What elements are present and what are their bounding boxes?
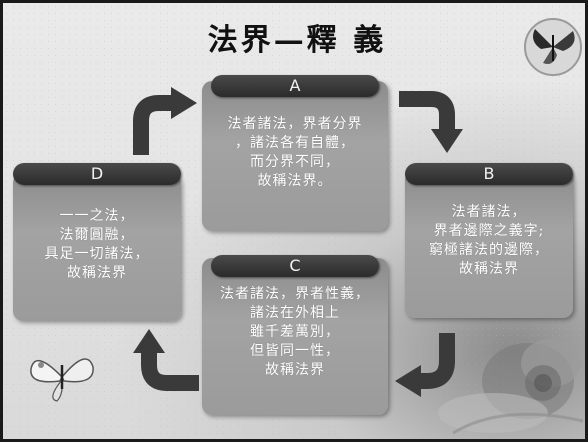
box-a-label: A [211, 75, 379, 97]
box-d-label: D [13, 163, 181, 185]
box-b-line: 故稱法界 [459, 261, 519, 277]
box-c-line: 法者諸法，界者性義， [220, 286, 370, 302]
butterfly-icon [524, 18, 582, 76]
flower-icon [438, 339, 584, 435]
box-c [202, 258, 388, 415]
box-d-line: 故稱法界 [67, 265, 127, 281]
box-d-line: 具足一切諸法， [44, 246, 150, 262]
box-d-line: 法爾圓融， [59, 227, 135, 243]
box-d-line: 一一之法， [59, 208, 135, 224]
arrow-c-to-d [133, 329, 199, 391]
box-d [13, 173, 181, 321]
box-a-line: ，諸法各有自體， [235, 135, 355, 151]
box-c-label: C [211, 255, 379, 277]
box-b-line: 窮極諸法的邊際， [429, 242, 549, 258]
box-b-text: 法者諸法， 界者邊際之義字; 窮極諸法的邊際， 故稱法界 [401, 203, 577, 279]
box-a-text: 法者諸法，界者分界 ，諸法各有自體， 而分界不同， 故稱法界。 [202, 115, 388, 191]
arrow-b-to-c [395, 333, 455, 397]
page-title: 法界—釋 義 [207, 23, 387, 58]
box-c-line: 但皆同一性， [250, 343, 340, 359]
box-b-line: 法者諸法， [451, 204, 527, 220]
box-a-line: 法者諸法，界者分界 [227, 116, 363, 132]
box-a-line: 故稱法界。 [257, 173, 333, 189]
box-c-line: 故稱法界 [265, 362, 325, 378]
butterfly-icon [30, 358, 94, 402]
box-c-line: 雖千差萬別， [250, 324, 340, 340]
cycle-arrows [133, 87, 463, 397]
box-a [202, 81, 388, 231]
box-b [405, 170, 573, 318]
box-b-line: 界者邊際之義字; [433, 223, 545, 239]
arrow-a-to-b [399, 91, 463, 153]
box-c-text: 法者諸法，界者性義， 諸法在外相上 雖千差萬別， 但皆同一性， 故稱法界 [193, 285, 397, 380]
box-d-text: 一一之法， 法爾圓融， 具足一切諸法， 故稱法界 [13, 207, 181, 283]
arrow-d-to-a [133, 87, 197, 155]
box-a-line: 而分界不同， [250, 154, 340, 170]
box-b-label: B [405, 163, 573, 185]
box-c-line: 諸法在外相上 [250, 305, 340, 321]
